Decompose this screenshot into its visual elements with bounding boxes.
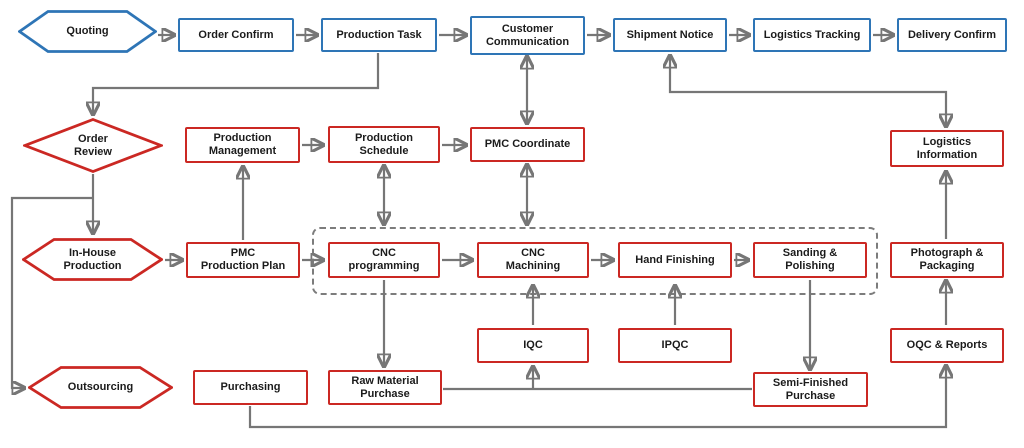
- node-label: Outsourcing: [67, 381, 134, 394]
- node-pmc-coordinate: PMC Coordinate: [470, 127, 585, 162]
- node-label: Hand Finishing: [635, 253, 715, 266]
- node-raw-material-purchase: Raw Material Purchase: [328, 370, 442, 405]
- node-logistics-tracking: Logistics Tracking: [753, 18, 871, 52]
- edge-order-review-outsourcing: [10, 196, 93, 388]
- node-shipment-notice: Shipment Notice: [613, 18, 727, 52]
- hexagon-shape: [18, 10, 157, 53]
- node-purchasing: Purchasing: [193, 370, 308, 405]
- node-hand-finishing: Hand Finishing: [618, 242, 732, 278]
- node-production-task: Production Task: [321, 18, 437, 52]
- node-label: OQC & Reports: [906, 339, 988, 352]
- node-label: Production Schedule: [354, 131, 414, 157]
- node-label: Sanding & Polishing: [782, 247, 838, 272]
- node-label: Raw Material Purchase: [351, 374, 419, 400]
- node-quoting: Quoting: [18, 10, 157, 53]
- edge-production-task-order-review: [93, 53, 380, 114]
- node-label: Semi-Finished Purchase: [772, 376, 849, 402]
- node-label: CNC Machining: [505, 247, 561, 272]
- node-outsourcing: Outsourcing: [28, 366, 173, 409]
- node-label: Quoting: [66, 25, 109, 38]
- node-production-schedule: Production Schedule: [328, 126, 440, 163]
- node-label: Logistics Tracking: [763, 28, 861, 41]
- node-label: PMC Production Plan: [200, 247, 286, 272]
- node-label: Order Confirm: [198, 28, 274, 41]
- node-delivery-confirm: Delivery Confirm: [897, 18, 1007, 52]
- node-production-management: Production Management: [185, 127, 300, 163]
- node-label: In-House Production: [63, 246, 122, 272]
- node-label: IQC: [523, 339, 543, 352]
- node-oqc-reports: OQC & Reports: [890, 328, 1004, 363]
- node-iqc: IQC: [477, 328, 589, 363]
- node-cnc-machining: CNC Machining: [477, 242, 589, 278]
- edge-shipment-notice-logistics-information: [670, 56, 946, 126]
- node-order-review: Order Review: [23, 118, 163, 173]
- hexagon-shape: [28, 366, 173, 409]
- node-logistics-information: Logistics Information: [890, 130, 1004, 167]
- node-label: Customer Communication: [485, 22, 570, 48]
- hexagon-shape: [22, 238, 163, 281]
- node-label: Order Review: [74, 132, 112, 158]
- node-customer-communication: Customer Communication: [470, 16, 585, 55]
- node-order-confirm: Order Confirm: [178, 18, 294, 52]
- node-label: CNC programming: [348, 247, 420, 272]
- diamond-shape: [23, 118, 163, 173]
- node-semi-finished-purchase: Semi-Finished Purchase: [753, 372, 868, 407]
- node-label: Photograph & Packaging: [910, 247, 984, 272]
- node-pmc-production-plan: PMC Production Plan: [186, 242, 300, 278]
- node-label: PMC Coordinate: [484, 138, 571, 151]
- node-label: Production Management: [208, 132, 277, 157]
- node-label: Production Task: [336, 28, 422, 41]
- node-label: IPQC: [661, 339, 689, 352]
- node-label: Shipment Notice: [626, 28, 714, 41]
- node-sanding-polishing: Sanding & Polishing: [753, 242, 867, 278]
- node-photograph-packaging: Photograph & Packaging: [890, 242, 1004, 278]
- node-in-house-production: In-House Production: [22, 238, 163, 281]
- edge-purchasing-oqc-reports: [248, 366, 946, 429]
- node-label: Purchasing: [220, 381, 281, 394]
- node-ipqc: IPQC: [618, 328, 732, 363]
- node-label: Delivery Confirm: [907, 28, 997, 41]
- node-cnc-programming: CNC programming: [328, 242, 440, 278]
- node-label: Logistics Information: [916, 135, 978, 161]
